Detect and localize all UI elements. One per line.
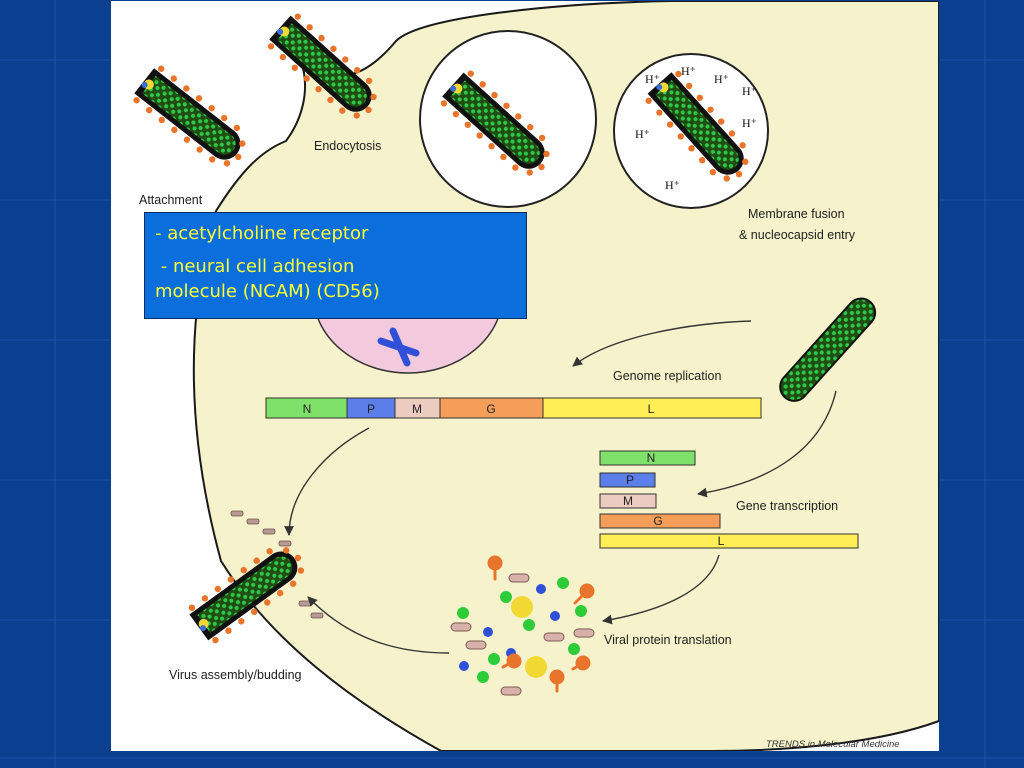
mrna-label-n: N — [647, 451, 656, 465]
mrna-p — [599, 472, 656, 488]
mrna-l — [599, 533, 859, 549]
genome-label-g: G — [486, 402, 495, 416]
mrna-bars: N P M G L — [599, 450, 859, 549]
mrna-g — [599, 513, 721, 529]
genome-bar: N P M G L — [265, 397, 762, 419]
genome-label-l: L — [648, 402, 655, 416]
virion-attachment — [129, 62, 257, 176]
mrna-label-l: L — [718, 534, 725, 548]
callout-ncam-line-1: - neural cell adhesion — [155, 256, 355, 277]
diagram-panel: Attachment Endocytosis Membrane fusion &… — [111, 1, 939, 751]
label-nucleocapsid-entry: & nucleocapsid entry — [739, 228, 856, 242]
genome-label-p: P — [367, 402, 375, 416]
mrna-m — [599, 493, 657, 509]
label-virus-assembly: Virus assembly/budding — [169, 668, 302, 682]
label-gene-transcription: Gene transcription — [736, 499, 838, 513]
arrow-to-gene-transcription — [697, 390, 837, 498]
arrow-to-assembly — [307, 596, 450, 654]
callout-ncam-line-2: molecule (NCAM) (CD56) — [155, 281, 380, 302]
host-cell — [192, 1, 939, 751]
hydrogen-ion: H⁺ — [645, 72, 660, 86]
arrow-to-translation — [602, 554, 720, 625]
arrow-to-genome-replication — [572, 320, 752, 367]
label-membrane-fusion: Membrane fusion — [748, 207, 845, 221]
hydrogen-ion: H⁺ — [665, 178, 680, 192]
hydrogen-ion: H⁺ — [742, 84, 757, 98]
hydrogen-ions: H⁺ H⁺ H⁺ H⁺ H⁺ H⁺ H⁺ — [635, 64, 757, 192]
genome-label-n: N — [303, 402, 312, 416]
label-viral-protein-translation: Viral protein translation — [604, 633, 732, 647]
hydrogen-ion: H⁺ — [635, 127, 650, 141]
callout-receptor-line: - acetylcholine receptor — [155, 223, 369, 244]
chromosome-shape — [377, 327, 420, 367]
mrna-label-g: G — [653, 514, 662, 528]
rabies-virus-lifecycle-diagram: Attachment Endocytosis Membrane fusion &… — [129, 1, 939, 751]
viral-proteins — [450, 555, 595, 696]
arrow-genome-to-assembly — [284, 427, 370, 536]
label-genome-replication: Genome replication — [613, 369, 721, 383]
mrna-n — [599, 450, 696, 466]
hydrogen-ion: H⁺ — [714, 72, 729, 86]
hydrogen-ion: H⁺ — [742, 116, 757, 130]
figure-credit: TRENDS in Molecular Medicine — [766, 739, 900, 750]
hydrogen-ion: H⁺ — [681, 64, 696, 78]
genome-label-m: M — [412, 402, 422, 416]
label-endocytosis: Endocytosis — [314, 139, 381, 153]
label-attachment: Attachment — [139, 193, 203, 207]
receptor-callout-box: - acetylcholine receptor - neural cell a… — [144, 212, 527, 319]
nucleocapsid — [779, 297, 877, 402]
mrna-label-m: M — [623, 494, 633, 508]
genome-segment-l — [542, 397, 762, 419]
mrna-label-p: P — [626, 473, 634, 487]
